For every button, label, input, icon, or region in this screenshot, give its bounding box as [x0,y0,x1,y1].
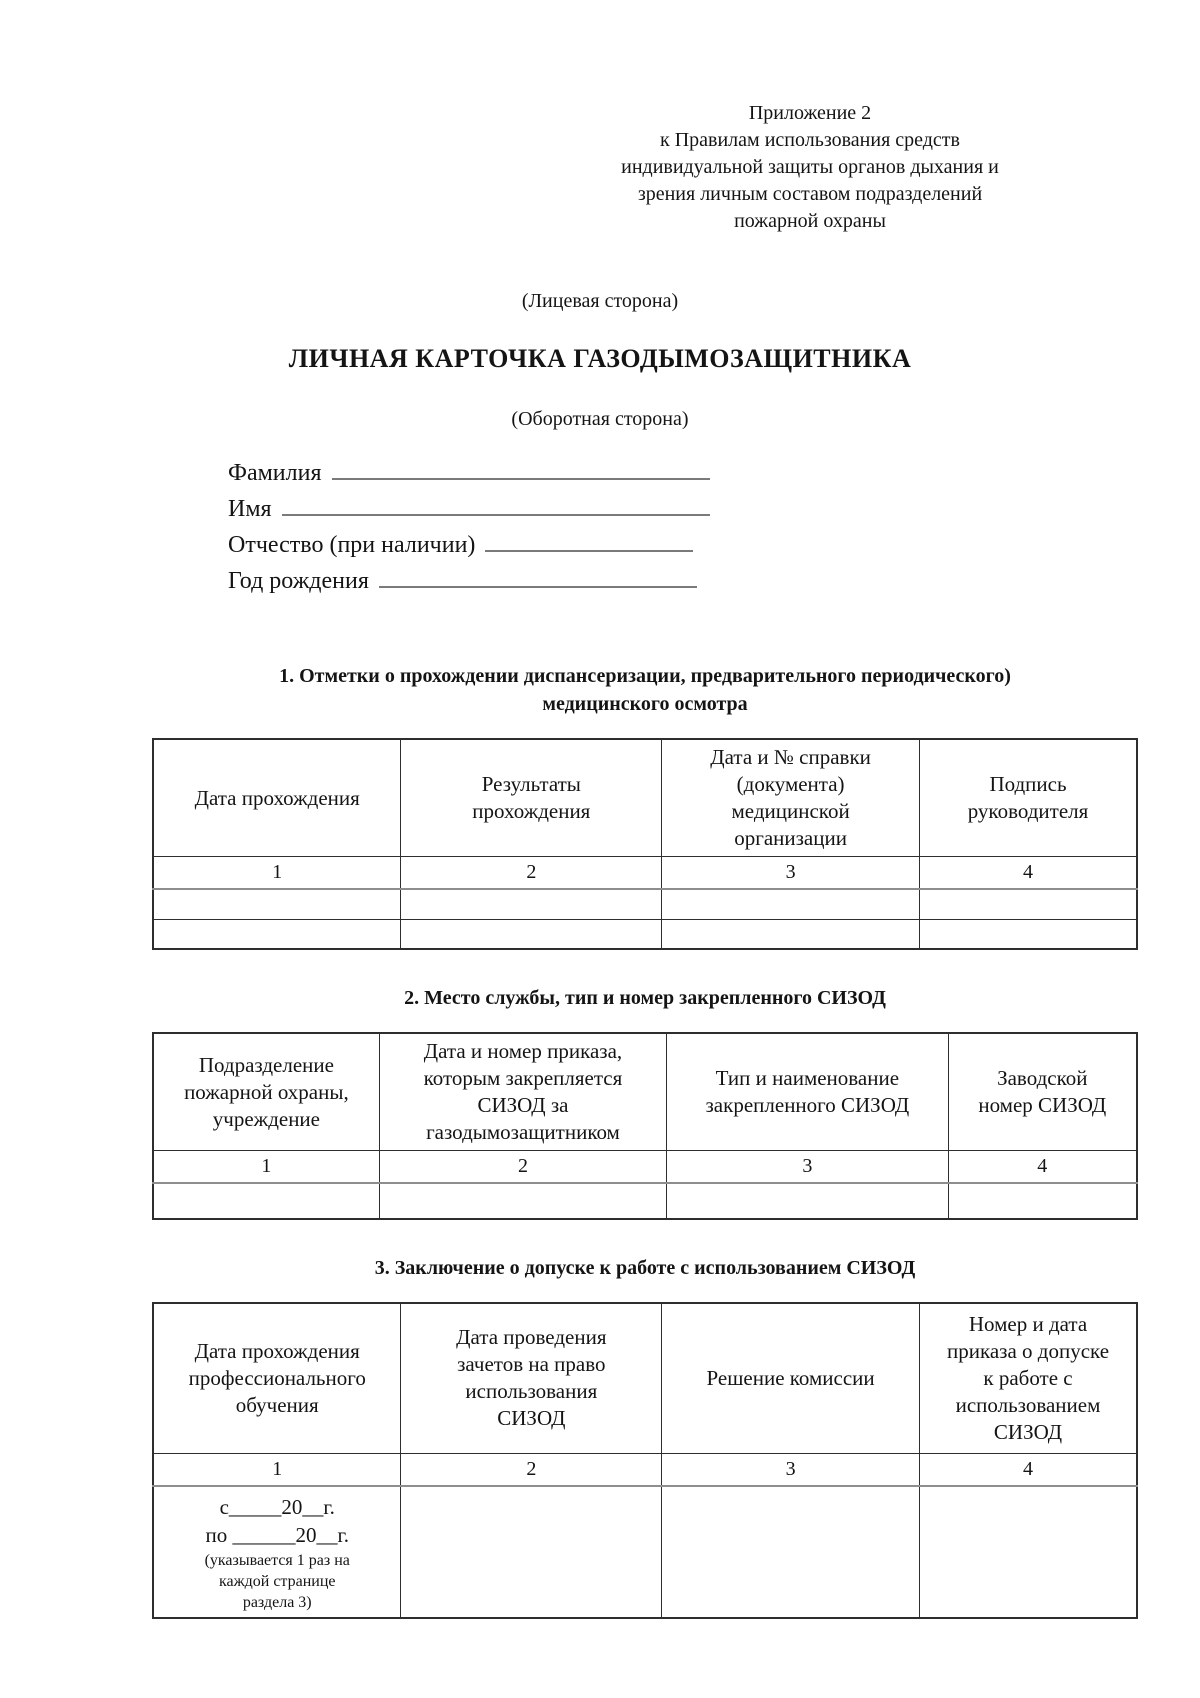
appendix-note: Приложение 2 к Правилам использования ср… [585,100,1035,235]
sections-area: 1. Отметки о прохождении диспансеризации… [152,662,1138,1653]
period-data-row: с_____20__г. по ______20__г. (указываетс… [152,1485,1138,1618]
appendix-line: пожарной охраны [734,210,886,232]
empty-cell [152,1182,380,1220]
table-header-row: Дата прохождения Результаты прохождения … [152,738,1138,857]
empty-table-row [152,1182,1138,1220]
field-name: Имя [228,494,710,522]
column-number-cell: 1 [152,1150,380,1184]
appendix-line: Приложение 2 [748,102,872,124]
personal-fields: Фамилия Имя Отчество (при наличии) Год р… [228,458,710,602]
header-cell: Дата и № справки (документа) медицинской… [661,738,920,857]
column-number-cell: 1 [152,856,402,890]
blank-line [281,494,710,516]
column-number-row: 1 2 3 4 [152,1452,1138,1487]
empty-cell [152,888,402,920]
appendix-line: зрения личным составом подразделений [637,183,983,205]
section-2-heading: 2. Место службы, тип и номер закрепленно… [404,987,886,1009]
header-cell: Дата проведения зачетов на право использ… [400,1302,663,1454]
medical-checkup-table: Дата прохождения Результаты прохождения … [152,738,1138,950]
header-cell: Дата и номер приказа, которым закрепляет… [378,1032,668,1151]
empty-cell [152,918,402,950]
section-3-heading: 3. Заключение о допуске к работе с испол… [374,1257,916,1279]
blank-line [378,566,697,588]
empty-cell [947,1182,1138,1220]
section-1-heading: 1. Отметки о прохождении диспансеризации… [279,665,1011,715]
column-number-row: 1 2 3 4 [152,1150,1138,1184]
header-cell: Заводской номер СИЗОД [947,1032,1138,1151]
empty-cell [919,1485,1138,1618]
column-number-row: 1 2 3 4 [152,856,1138,890]
front-side-label: (Лицевая сторона) [521,290,679,312]
empty-cell [666,1182,949,1220]
table-header-row: Дата прохождения профессионального обуче… [152,1302,1138,1454]
field-surname: Фамилия [228,458,710,486]
empty-cell [661,918,920,950]
page-title: ЛИЧНАЯ КАРТОЧКА ГАЗОДЫМОЗАЩИТНИКА [288,344,912,373]
field-birth-year: Год рождения [228,566,710,594]
column-number-cell: 3 [666,1150,949,1184]
empty-cell [919,888,1138,920]
header-cell: Дата прохождения [152,738,402,857]
service-place-table: Подразделение пожарной охраны, учреждени… [152,1032,1138,1220]
column-number-cell: 4 [919,1452,1138,1487]
header-cell: Дата прохождения профессионального обуче… [152,1302,402,1454]
blank-line [331,458,710,480]
appendix-line: индивидуальной защиты органов дыхания и [621,156,999,178]
table-header-row: Подразделение пожарной охраны, учреждени… [152,1032,1138,1151]
admission-conclusion-table: Дата прохождения профессионального обуче… [152,1302,1138,1619]
column-number-cell: 2 [400,1452,663,1487]
header-cell: Решение комиссии [661,1302,920,1454]
empty-cell [378,1182,668,1220]
empty-table-row [152,888,1138,920]
empty-cell [661,888,920,920]
empty-cell [661,1485,920,1618]
field-patronymic: Отчество (при наличии) [228,530,710,558]
empty-table-row [152,918,1138,950]
empty-cell [400,918,663,950]
field-label: Имя [228,496,272,522]
empty-cell [919,918,1138,950]
column-number-cell: 4 [947,1150,1138,1184]
header-cell: Подразделение пожарной охраны, учреждени… [152,1032,380,1151]
field-label: Фамилия [228,460,322,486]
header-cell: Номер и дата приказа о допуске к работе … [919,1302,1138,1454]
header-cell: Подпись руководителя [919,738,1138,857]
empty-cell [400,888,663,920]
column-number-cell: 1 [152,1452,402,1487]
period-dates: с_____20__г. по ______20__г. [205,1494,349,1547]
period-cell: с_____20__г. по ______20__г. (указываетс… [152,1485,402,1618]
field-label: Год рождения [228,568,369,594]
column-number-cell: 2 [400,856,663,890]
appendix-line: к Правилам использования средств [660,129,960,151]
empty-cell [400,1485,663,1618]
field-label: Отчество (при наличии) [228,532,476,558]
header-cell: Тип и наименование закрепленного СИЗОД [666,1032,949,1151]
column-number-cell: 4 [919,856,1138,890]
period-note: (указывается 1 раз на каждой странице ра… [204,1551,350,1611]
column-number-cell: 2 [378,1150,668,1184]
header-cell: Результаты прохождения [400,738,663,857]
column-number-cell: 3 [661,856,920,890]
back-side-label: (Оборотная сторона) [511,408,689,430]
blank-line [485,530,694,552]
column-number-cell: 3 [661,1452,920,1487]
